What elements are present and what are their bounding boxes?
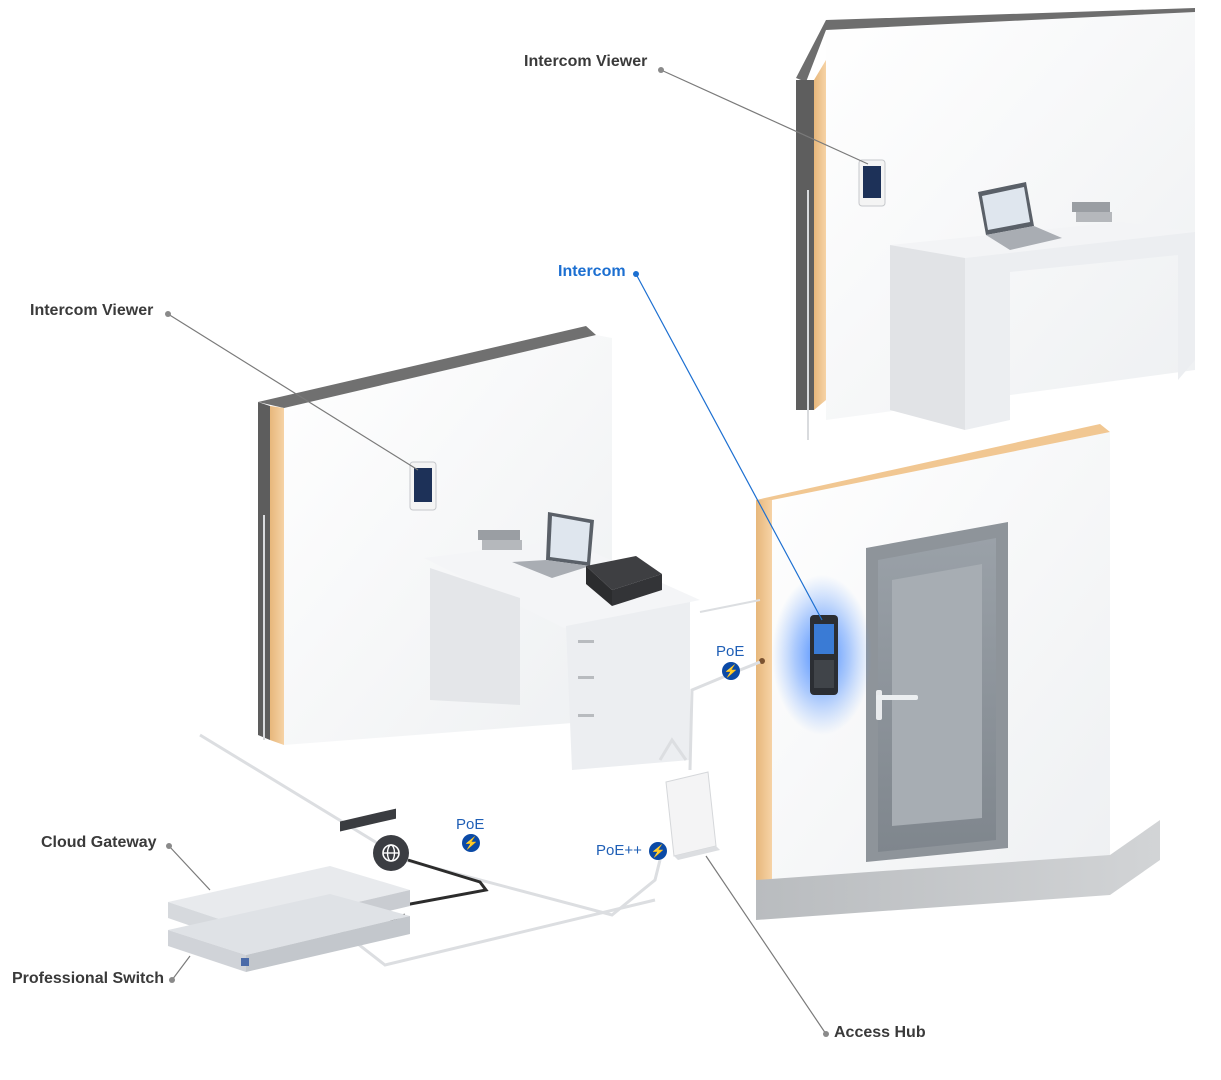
door-handle: [876, 690, 882, 720]
top-desk-front: [965, 232, 1195, 430]
top-books: [1072, 202, 1110, 212]
top-laptop-base: [986, 226, 1062, 250]
left-desk-side: [430, 568, 520, 705]
leader-intercom: [635, 273, 823, 621]
access-hub-device: [665, 771, 720, 860]
label-intercom-viewer-left: Intercom Viewer: [30, 302, 154, 319]
globe-icon: [373, 835, 409, 871]
left-desk-drawers: [566, 602, 690, 770]
lightning-icon: ⚡: [722, 662, 740, 680]
leader-cloud-gateway: [168, 845, 211, 891]
top-wall-wood: [814, 60, 826, 410]
lightning-icon: ⚡: [649, 842, 667, 860]
left-laptop-base: [512, 560, 590, 578]
label-intercom-viewer-top: Intercom Viewer: [524, 53, 648, 70]
leader-intercom-viewer-left: [167, 313, 419, 471]
left-room: [258, 326, 700, 770]
leader-lines: [165, 67, 869, 1037]
poe-label-door: PoE: [716, 643, 745, 660]
door-wall-edge: [756, 500, 772, 885]
left-books: [478, 530, 520, 540]
left-desk-top: [424, 540, 700, 628]
left-wall-top: [258, 326, 596, 408]
top-wall-insulation: [796, 80, 814, 410]
top-wall-top: [796, 8, 1195, 82]
poe-plus-label-hub: PoE++: [596, 842, 642, 859]
door-floor: [756, 820, 1160, 920]
label-professional-switch: Professional Switch: [12, 970, 165, 987]
top-desk-side: [890, 245, 965, 430]
poe-cable-door: [688, 660, 761, 771]
poe-cable-left: [199, 733, 662, 917]
label-access-hub: Access Hub: [834, 1024, 926, 1041]
lightning-icon: ⚡: [462, 834, 480, 852]
leader-access-hub: [705, 855, 827, 1035]
door-wall-top: [756, 424, 1110, 500]
professional-switch-device: [168, 894, 410, 972]
leader-intercom-viewer-top: [660, 69, 869, 165]
label-cloud-gateway: Cloud Gateway: [41, 834, 157, 851]
printer: [586, 556, 662, 590]
door-room: [756, 424, 1160, 920]
label-intercom: Intercom: [558, 263, 626, 280]
top-room: [796, 8, 1195, 440]
left-wall-wood: [270, 406, 284, 745]
leader-professional-switch: [171, 955, 191, 981]
poe-label-switch: PoE: [456, 816, 485, 833]
